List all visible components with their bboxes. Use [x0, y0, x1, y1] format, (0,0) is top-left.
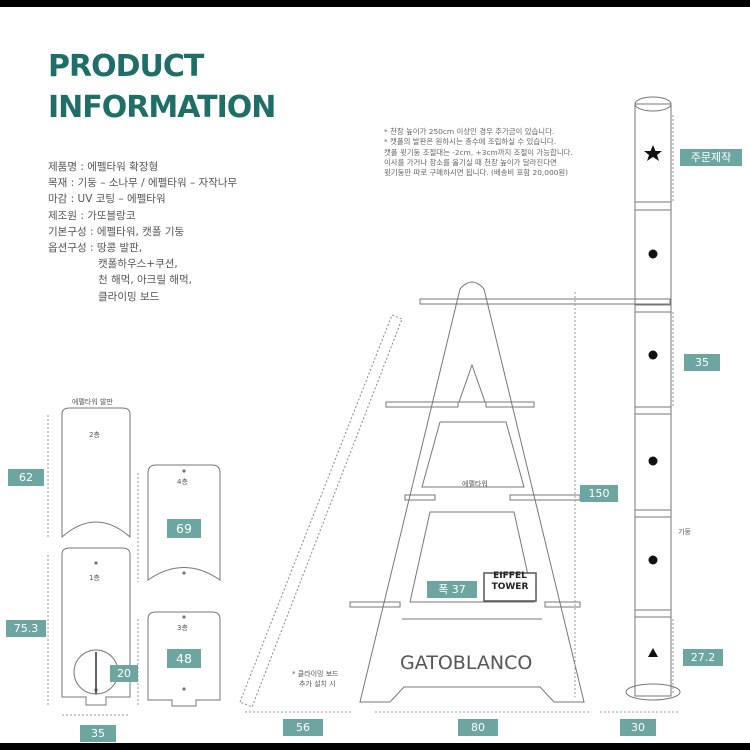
dim-30: 30	[620, 719, 656, 736]
eiffel-board-label: 에펠타워 발판	[72, 398, 113, 406]
ceiling-note: * 천장 높이가 250cm 이상인 경우 추가금이 있습니다. * 캣폴의 발…	[384, 127, 624, 178]
floor1-label: 1층	[89, 574, 100, 582]
pole-label: 기둥	[678, 528, 691, 536]
dim-35-pole: 35	[684, 354, 720, 371]
spec-item: 기본구성 : 에펠타워, 캣폴 기둥	[48, 225, 185, 238]
title-product: PRODUCT	[48, 49, 204, 84]
note-line: * 캣폴의 발판은 원하시는 층수에 조립하실 수 있습니다.	[384, 137, 557, 147]
triangle-icon	[648, 648, 658, 657]
dim-69: 69	[167, 519, 201, 538]
climbing-board	[239, 314, 403, 708]
note-line: 윗기둥만 따로 구매하시면 됩니다. (배송비 포함 20,000원)	[384, 168, 569, 178]
note-line: * 천장 높이가 250cm 이상인 경우 추가금이 있습니다.	[384, 127, 555, 136]
floor2-label: 2층	[89, 431, 100, 439]
spec-list: 제품명 : 에펠타워 확장형 목재 : 기둥 – 소나무 / 에펠타워 – 자작…	[48, 159, 237, 305]
dim-20: 20	[110, 665, 138, 682]
eiffel-window-low	[409, 511, 535, 603]
dim-150: 150	[580, 485, 618, 502]
pole-markers	[644, 145, 662, 657]
dim-35-bottom: 35	[80, 725, 116, 742]
dim-75-3: 75.3	[6, 620, 46, 637]
climbing-label-2: 추가 설치 시	[299, 680, 336, 688]
note-line: 이사를 가거나 장소를 옮기실 때 천장 높이가 달라진다면	[384, 157, 557, 167]
spec-item: 마감 : UV 코팅 – 에펠타워	[48, 193, 166, 206]
spec-item: 천 해먹, 아크릴 해먹,	[98, 274, 192, 287]
cat-pole	[625, 96, 681, 701]
spec-item: 캣폴하우스+쿠션,	[98, 258, 178, 271]
spec-item: 클라이밍 보드	[98, 290, 160, 303]
sign-line: TOWER	[491, 582, 529, 592]
eiffel-tower-outline	[359, 281, 585, 703]
eiffel-window-top	[458, 363, 486, 403]
title-information: INFORMATION	[48, 90, 276, 125]
eiffel-shelves	[349, 298, 671, 608]
floor3-label: 3층	[177, 624, 188, 632]
dim-80: 80	[458, 719, 498, 736]
note-line: 캣폴 윗기둥 조절대는 -2cm, +3cm까지 조절이 가능합니다.	[384, 147, 573, 157]
board-floor3	[147, 611, 221, 707]
eiffel-sign-text: EIFFEL TOWER	[484, 571, 536, 593]
dim-width-37: 폭 37	[427, 581, 477, 598]
climbing-label-1: * 클라이밍 보드	[292, 670, 339, 678]
dim-48: 48	[167, 649, 201, 668]
board-floor4	[147, 464, 221, 581]
board-dots	[94, 469, 186, 692]
product-diagram	[47, 96, 681, 716]
tower-dim-lines	[245, 115, 680, 713]
sign-line: EIFFEL	[493, 571, 527, 581]
spec-item: 제조원 : 가또블랑코	[48, 209, 136, 222]
board-floor1	[61, 547, 131, 706]
dim-27-2: 27.2	[683, 649, 723, 666]
spec-item: 제품명 : 에펠타워 확장형	[48, 161, 159, 173]
floor4-label: 4층	[177, 478, 188, 486]
dim-62: 62	[8, 469, 44, 486]
custom-order-badge: 주문제작	[680, 149, 742, 166]
brand-name: GATOBLANCO	[400, 652, 533, 674]
eiffel-window-mid	[421, 421, 525, 488]
dim-56: 56	[283, 719, 323, 736]
product-info-sheet: PRODUCT INFORMATION 제품명 : 에펠타워 확장형 목재 : …	[0, 7, 750, 743]
eiffel-tower-label: 에펠타워	[462, 480, 488, 488]
spec-item: 목재 : 기둥 – 소나무 / 에펠타워 – 자작나무	[48, 177, 238, 190]
spec-item: 옵션구성 : 땅콩 발판,	[48, 242, 143, 255]
eiffel-sign	[483, 572, 537, 602]
board-dim-lines	[47, 415, 139, 716]
board-floor2	[61, 407, 131, 539]
star-icon	[644, 145, 662, 161]
